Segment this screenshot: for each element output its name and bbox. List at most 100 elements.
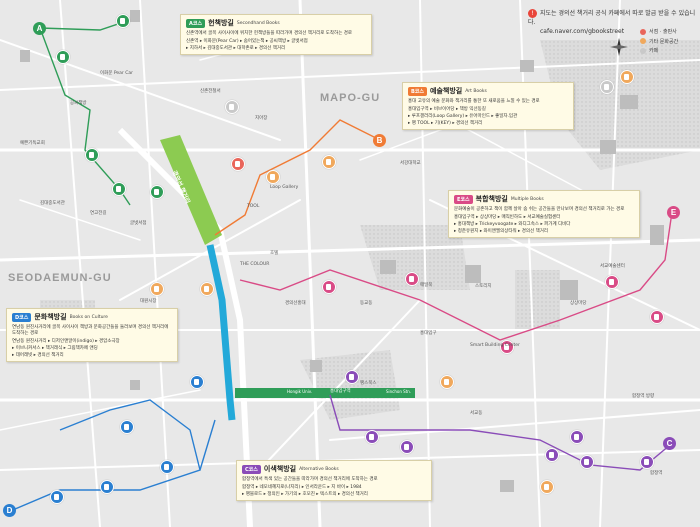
culture-marker[interactable]: [620, 70, 634, 84]
place-label: 지아장: [255, 116, 268, 121]
station-label: Hongik Univ.: [287, 389, 313, 394]
legend-item: 서점 · 출판사: [640, 28, 678, 38]
culture-marker[interactable]: [266, 170, 280, 184]
place-label: THE COLOUR: [240, 262, 270, 267]
compass-icon: [610, 38, 628, 56]
course-e-stops: ▸ 홍대책방 ▸ Trickeyvoogate ▸ 와디그속스 ▸ 퍼가계 디비…: [454, 222, 571, 227]
station-label: Sinchon Stn.: [386, 389, 412, 394]
bookstore-marker[interactable]: [640, 455, 654, 469]
bookstore-marker[interactable]: [322, 280, 336, 294]
cafe-marker[interactable]: [225, 100, 239, 114]
course-d-desc: 연남동 원진사거리에 골목 사이사이 책방과 문화공간들을 둘러보며 경의선 책…: [12, 325, 169, 336]
course-e-stops: ▸ 청춘유원지 ▸ 와이앤엘의상타워 ▸ 경의선 책거리: [454, 229, 549, 234]
place-label: 신촌전철서: [200, 89, 221, 94]
route-e-path: [239, 211, 673, 341]
course-d-card[interactable]: D코스 문화책방길 Books on Culture 연남동 원진사거리에 골목…: [6, 308, 178, 362]
bookstore-marker[interactable]: [231, 157, 245, 171]
culture-marker[interactable]: [540, 480, 554, 494]
course-c-title: 이색책방길: [263, 465, 297, 473]
culture-swatch-icon: [640, 38, 646, 44]
notice-text: 지도는 경의선 책거리 공식 카페에서 따로 발급 받을 수 있습니다.: [528, 10, 696, 26]
course-b-card[interactable]: B코스 예술책방길 Art Books 홍대 고유의 예술 문화와 책거리를 통…: [402, 82, 574, 130]
bookstore-marker[interactable]: [570, 430, 584, 444]
course-e-card[interactable]: E코스 복합책방길 Multiple Books 문화예술이 공존하고 책이 함…: [448, 190, 640, 238]
place-label: Loop Gallery: [270, 185, 299, 190]
area-name-mapo: MAPO-GU: [320, 92, 381, 104]
place-label: 스토리지: [475, 284, 492, 289]
course-d-stops: ▸ 이브니커서스 ▸ 책거래식 ▸ 그림책카페 앤딩: [12, 346, 98, 351]
map-legend: 서점 · 출판사 기타 문화공간 카페: [640, 28, 678, 57]
place-label: 호텔: [270, 251, 279, 256]
course-e-desc: 문화예술이 공존하고 책이 함께 살아 숨 쉬는 공간들을 만나보며 경의선 책…: [454, 207, 625, 212]
course-c-stops: ▸ 땡블로드 ▸ 정의인 ▸ 가기의 ▸ 호모진 ▸ 텍스트의 ▸ 경의선 책거…: [242, 492, 368, 497]
course-e-stops: 홍대입구역 ▸ 상상마당 ▸ 매직빈하도 ▸ 서교예술실험센터: [454, 215, 561, 220]
bookstore-swatch-icon: [640, 28, 646, 35]
bookstore-marker[interactable]: [500, 340, 514, 354]
notice-url[interactable]: cafe.naver.com/gbookstreet: [540, 28, 625, 35]
bookstore-marker[interactable]: [345, 370, 359, 384]
course-a-stops: 신촌역 ▸ 이화문(Pear Car) ▸ 숨어있는책 ▸ 공씨책방 ▸ 글벗서…: [186, 39, 308, 44]
place-label: 홍대입구: [420, 331, 437, 336]
gyeongui-park[interactable]: [160, 135, 222, 245]
route-a-marker[interactable]: A: [33, 22, 46, 35]
bookstore-marker[interactable]: [580, 455, 594, 469]
bookstore-marker[interactable]: [56, 50, 70, 64]
bookstore-marker[interactable]: [605, 275, 619, 289]
place-label: 서교예술센터: [600, 264, 625, 269]
place-label: 이화문 Pear Car: [100, 71, 133, 76]
area-name-seodaemun: SEODAEMUN-GU: [8, 272, 112, 284]
route-b-marker[interactable]: B: [373, 134, 386, 147]
map-notice: !지도는 경의선 책거리 공식 카페에서 따로 발급 받을 수 있습니다. ca…: [528, 9, 700, 36]
course-b-badge: B코스: [408, 86, 428, 96]
course-a-desc: 신촌역에서 골목 사이사이에 위치한 헌책방들을 따라가며 경의선 책거리로 도…: [186, 31, 353, 36]
course-e-title: 복합책방길: [475, 195, 508, 203]
bookstore-marker[interactable]: [100, 480, 114, 494]
urban-zone: [515, 270, 560, 330]
route-d-marker[interactable]: D: [3, 504, 16, 517]
bookstore-marker[interactable]: [120, 420, 134, 434]
place-label: 연고전길: [90, 211, 107, 216]
course-c-card[interactable]: C코스 이색책방길 Alternative Books 합정역에서 특색 있는 …: [236, 460, 432, 501]
place-label: 경의선홍대: [285, 301, 306, 306]
culture-marker[interactable]: [322, 155, 336, 169]
course-b-stops: ▸ 땡 TOOL ▸ 기(KEY) ▸ 경의선 책거리: [408, 121, 483, 126]
route-e-marker[interactable]: E: [667, 206, 680, 219]
course-b-subtitle: Art Books: [465, 88, 487, 94]
place-label: 땡스북스: [360, 381, 377, 386]
bookstore-marker[interactable]: [400, 440, 414, 454]
culture-marker[interactable]: [150, 282, 164, 296]
bookstore-marker[interactable]: [365, 430, 379, 444]
direction-label: 합정역 방향: [632, 394, 655, 399]
station-label: 홍대입구역: [330, 389, 351, 394]
bookstore-marker[interactable]: [190, 375, 204, 389]
cafe-marker[interactable]: [600, 80, 614, 94]
bookstore-marker[interactable]: [160, 460, 174, 474]
course-a-card[interactable]: A코스 헌책방길 Secondhand Books 신촌역에서 골목 사이사이에…: [180, 14, 372, 55]
course-e-badge: E코스: [454, 194, 473, 204]
place-label: 서교동: [470, 411, 483, 416]
bookstore-marker[interactable]: [116, 14, 130, 28]
bookstore-marker[interactable]: [650, 310, 664, 324]
course-e-subtitle: Multiple Books: [510, 196, 544, 202]
route-b-path: [214, 119, 381, 236]
course-b-stops: 홍대입구역 ▸ 비브이어당 ▸ 책방 익선동길: [408, 107, 486, 112]
bookstore-marker[interactable]: [545, 448, 559, 462]
bookstore-marker[interactable]: [85, 148, 99, 162]
bookstore-marker[interactable]: [405, 272, 419, 286]
bookstore-marker[interactable]: [150, 185, 164, 199]
place-label: 동교동: [360, 301, 373, 306]
subway-strip[interactable]: [235, 388, 415, 398]
bookstore-marker[interactable]: [50, 490, 64, 504]
course-d-title: 문화책방길: [34, 313, 67, 321]
route-c-marker[interactable]: C: [663, 437, 676, 450]
culture-marker[interactable]: [200, 282, 214, 296]
culture-marker[interactable]: [440, 375, 454, 389]
bookstore-marker[interactable]: [112, 182, 126, 196]
place-label: 합정역: [650, 471, 663, 476]
cafe-swatch-icon: [640, 47, 646, 54]
course-a-stops: ▸ 지하서 ▸ 김대중도서관 ▸ 대학촌로 ▸ 경의선 책거리: [186, 46, 286, 51]
warning-icon: !: [528, 9, 537, 18]
place-label: 대원시장: [140, 299, 157, 304]
course-a-badge: A코스: [186, 18, 206, 28]
